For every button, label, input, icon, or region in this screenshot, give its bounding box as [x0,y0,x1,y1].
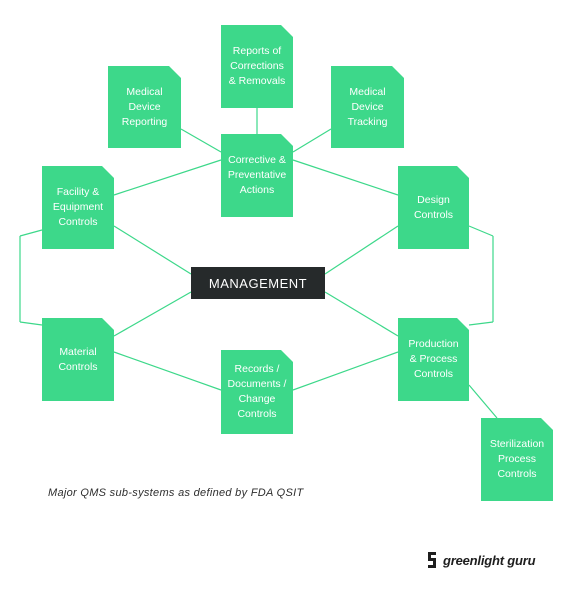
records-documents-change-controls-label: Records / Documents / Change Controls [227,363,287,420]
corrective-preventative-actions-label: Corrective & Preventative Actions [227,154,287,196]
material-controls-label: Material Controls [58,345,98,373]
medical-device-reporting-box: Medical Device Reporting [108,66,181,148]
reports-corrections-removals-label: Reports of Corrections & Removals [228,45,286,87]
diagram-caption: Major QMS sub-systems as defined by FDA … [48,487,304,499]
corrective-preventative-actions-box: Corrective & Preventative Actions [221,134,293,217]
medical-device-tracking-label: Medical Device Tracking [347,85,388,128]
facility-equipment-controls-box: Facility & Equipment Controls [42,166,114,249]
management-label: MANAGEMENT [208,275,308,291]
design-controls-label: Design Controls [413,193,454,221]
reports-corrections-removals-box: Reports of Corrections & Removals [221,25,293,108]
design-controls-box: Design Controls [398,166,469,249]
records-documents-change-controls-box: Records / Documents / Change Controls [221,350,293,434]
sterilization-process-controls-box: Sterilization Process Controls [481,418,553,501]
material-controls-box: Material Controls [42,318,114,401]
brand-logo: greenlight guru [425,550,536,570]
brand-name: greenlight guru [443,552,536,568]
management-center-box: MANAGEMENT [191,267,325,299]
medical-device-reporting-label: Medical Device Reporting [121,85,168,128]
production-process-controls-box: Production & Process Controls [398,318,469,401]
facility-equipment-controls-label: Facility & Equipment Controls [52,186,104,228]
medical-device-tracking-box: Medical Device Tracking [331,66,404,148]
sterilization-process-controls-label: Sterilization Process Controls [489,438,545,480]
production-process-controls-label: Production & Process Controls [408,338,459,380]
greenlight-guru-logo-icon [428,552,436,568]
